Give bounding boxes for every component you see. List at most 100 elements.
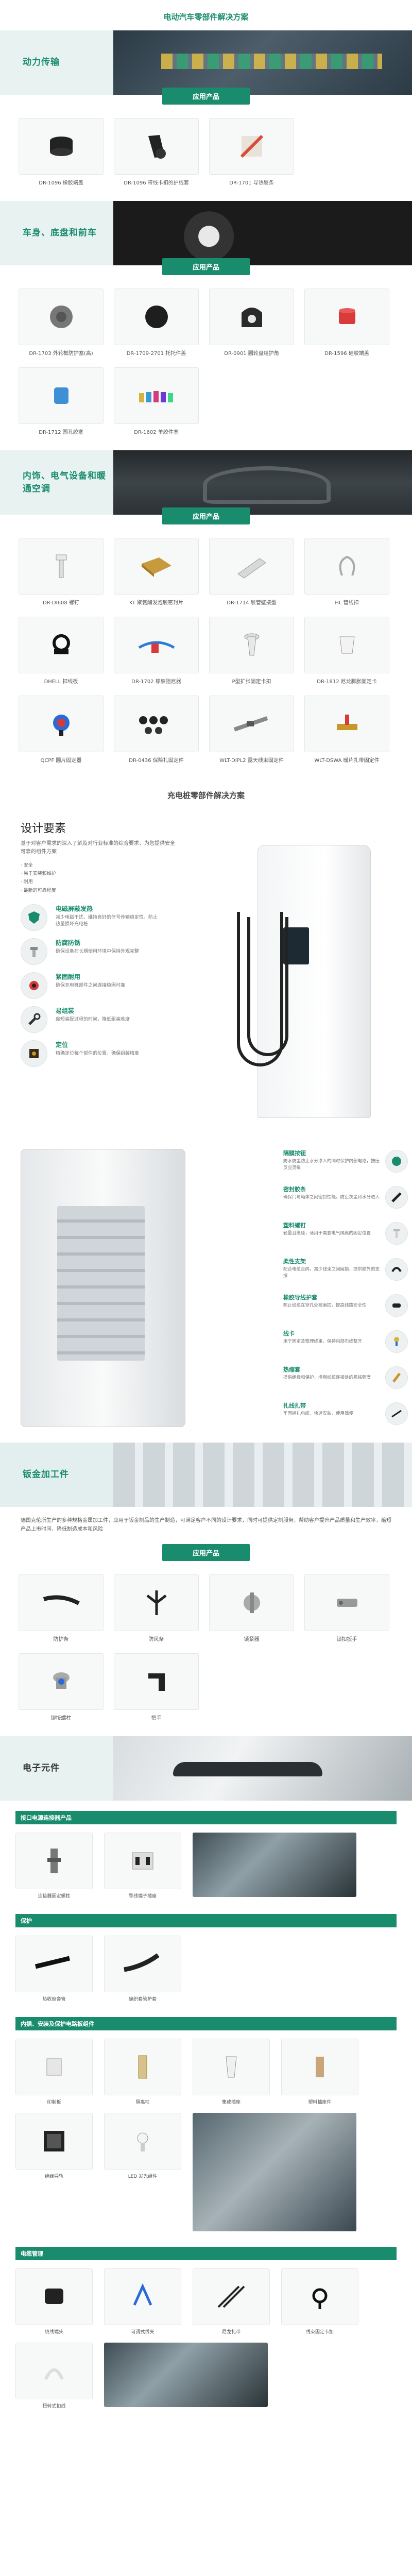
product-card[interactable]: DR-1703 外轮框防护塞(高) [19, 289, 104, 356]
product-card[interactable]: 连接器固定螺柱 [15, 1833, 93, 1899]
harness-clip-icon [281, 2268, 358, 2325]
callout: 热缩套 提供绝缘和保护，增强线缆连接处的机械强度 [283, 1365, 408, 1389]
product-grid-fabrication: 防护条 防风条 锁紧器 锁扣扳手 铆接螺柱 把手 [0, 1561, 412, 1736]
app-products-label: 应用产品 [162, 507, 250, 524]
product-card[interactable]: DR-1596 硅胶端盖 [304, 289, 389, 356]
expansion-clip-icon [209, 617, 294, 673]
product-caption: DR-DI608 螺钉 [43, 600, 79, 605]
product-caption: 印制板 [47, 2100, 61, 2105]
hole-plug-icon [19, 367, 104, 424]
product-card[interactable]: 防风条 [114, 1574, 199, 1642]
product-card[interactable]: LED 发光组件 [104, 2113, 181, 2231]
circuit-board-photo [193, 1833, 356, 1897]
product-card[interactable]: DR-1702 橡胶阻尼器 [114, 617, 199, 684]
product-card[interactable]: DR-1701 导热胶条 [209, 118, 294, 185]
nylon-tie-icon [193, 2268, 270, 2325]
product-card[interactable]: DR-1096 带线卡扣的护线套 [114, 118, 199, 185]
product-grid-cable-management: 绕线端头 可调式线夹 尼龙扎带 线束固定卡扣 扭转式扣线 [0, 2260, 412, 2414]
product-grid-powertrain: DR-1096 橡胶端盖 DR-1096 带线卡扣的护线套 DR-1701 导热… [0, 105, 412, 201]
product-card[interactable]: 锁扣扳手 [304, 1574, 389, 1642]
product-card[interactable]: DR-1709-2701 托托件盖 [114, 289, 199, 356]
product-card[interactable]: 塑料插座件 [281, 2039, 358, 2105]
product-caption: P型扩张固定卡扣 [232, 679, 271, 684]
callout-desc: 配合电缆走向，减少线束之间磨损，提供额外的支撑 [283, 1267, 380, 1279]
product-card[interactable]: DR-1812 尼龙膨胀固定卡 [304, 617, 389, 684]
requirement-desc: 确保充电桩部件之间连接稳固可靠 [56, 982, 126, 988]
callout-title: 扎线扎带 [283, 1402, 306, 1409]
corner-guard-icon [209, 289, 294, 345]
product-card[interactable]: DR-0436 保险扎固定件 [114, 696, 199, 763]
product-card[interactable]: 尼龙扎带 [193, 2268, 270, 2334]
product-card[interactable]: 锁紧器 [209, 1574, 294, 1642]
product-card[interactable]: 绕线端头 [15, 2268, 93, 2334]
product-card[interactable]: DHELL 扣线板 [19, 617, 104, 684]
requirement-title: 电磁屏蔽发热 [56, 905, 93, 912]
product-card[interactable]: 绝缘导轨 [15, 2113, 93, 2231]
led-icon [104, 2113, 181, 2170]
product-card[interactable]: DR-1096 橡胶端盖 [19, 118, 104, 185]
product-caption: 隔离柱 [135, 2100, 150, 2105]
product-card[interactable]: 导线端子插座 [104, 1833, 181, 1899]
terminal-socket-icon [104, 1833, 181, 1889]
callout-desc: 轻量且绝缘，适用于需要电气隔离的固定位置 [283, 1231, 371, 1236]
product-card[interactable]: 线束固定卡扣 [281, 2268, 358, 2334]
damper-icon [114, 617, 199, 673]
product-card[interactable]: DR-1714 胶管壁接型 [209, 538, 294, 605]
product-caption: DR-0901 圆轮盘组护角 [224, 351, 279, 356]
product-card[interactable]: 集成插座 [193, 2039, 270, 2105]
product-card[interactable]: WLT-DIPL2 露天线束固定件 [209, 696, 294, 763]
product-caption: 线束固定卡扣 [305, 2330, 334, 2334]
round-holder-icon [19, 696, 104, 752]
bullet-item: · 易于安装和维护 [21, 871, 56, 877]
group-header: 保护 [15, 1914, 397, 1927]
latch-icon [209, 1574, 294, 1631]
banner-electronics-label: 电子元件 [23, 1763, 60, 1774]
group-header: 电缆管理 [15, 2247, 397, 2260]
banner-powertrain: 动力传输 [0, 30, 412, 95]
product-card[interactable]: 编织套管护套 [104, 1936, 181, 2002]
product-card[interactable]: WLT-DSWA 暖片扎带固定件 [304, 696, 389, 763]
product-caption: 防护条 [53, 1637, 69, 1642]
charging-cable [247, 917, 288, 1056]
product-caption: 扭转式扣线 [42, 2404, 66, 2409]
product-card[interactable]: DR-0901 圆轮盘组护角 [209, 289, 294, 356]
banner-body-chassis: 车身、底盘和前车 [0, 201, 412, 265]
product-card[interactable]: HL 管线扣 [304, 538, 389, 605]
plug-set-icon [114, 367, 199, 424]
product-card[interactable]: 扭转式扣线 [15, 2343, 93, 2409]
product-card[interactable]: 可调式线夹 [104, 2268, 181, 2334]
callout-desc: 用于固定及整理线束，保持内部布线整齐 [283, 1339, 363, 1344]
product-card[interactable]: P型扩张固定卡扣 [209, 617, 294, 684]
product-card[interactable]: DR-1602 单胶件塞 [114, 367, 199, 435]
requirement-title: 定位 [56, 1041, 68, 1048]
adjustable-clamp-icon [104, 2268, 181, 2325]
standoff-icon [15, 1833, 93, 1889]
product-caption: 集成插座 [221, 2100, 241, 2105]
product-card[interactable]: KT 聚氨酯发泡胶密封片 [114, 538, 199, 605]
product-card[interactable]: 把手 [114, 1653, 199, 1721]
product-grid-connectors: 连接器固定螺柱 导线端子插座 [0, 1824, 412, 1904]
screw-icon [19, 538, 104, 595]
wire-clamp-icon [19, 617, 104, 673]
product-card[interactable]: 防护条 [19, 1574, 104, 1642]
product-caption: DR-1714 胶管壁接型 [227, 600, 277, 605]
design-heading: 设计要素 [21, 822, 66, 835]
design-bullets: · 安全 · 易于安装和维护 · 耐用 · 最新的可靠程度 [21, 861, 412, 895]
product-card[interactable]: 印制板 [15, 2039, 93, 2105]
product-card[interactable]: QCPF 圆片固定器 [19, 696, 104, 763]
wheel-photo [113, 201, 412, 265]
product-caption: 塑料插座件 [308, 2100, 332, 2105]
product-card[interactable]: 热收缩套管 [15, 1936, 93, 2002]
requirement-item: 定位精确定位每个部件的位置，确保组装精度 [21, 1040, 412, 1067]
battery-pack-photo [113, 30, 412, 95]
product-card[interactable]: DR-DI608 螺钉 [19, 538, 104, 605]
product-caption: DR-1812 尼龙膨胀固定卡 [317, 679, 377, 684]
product-card[interactable]: 隔离柱 [104, 2039, 181, 2105]
wire-sleeve-icon [385, 1294, 408, 1317]
product-card[interactable]: 铆接螺柱 [19, 1653, 104, 1721]
callout-title: 密封胶条 [283, 1186, 306, 1193]
tube-wrap-icon [209, 538, 294, 595]
tie-mount-icon [304, 696, 389, 752]
product-card[interactable]: DR-1712 圆孔胶塞 [19, 367, 104, 435]
callout: 线卡 用于固定及整理线束，保持内部布线整齐 [283, 1329, 408, 1353]
